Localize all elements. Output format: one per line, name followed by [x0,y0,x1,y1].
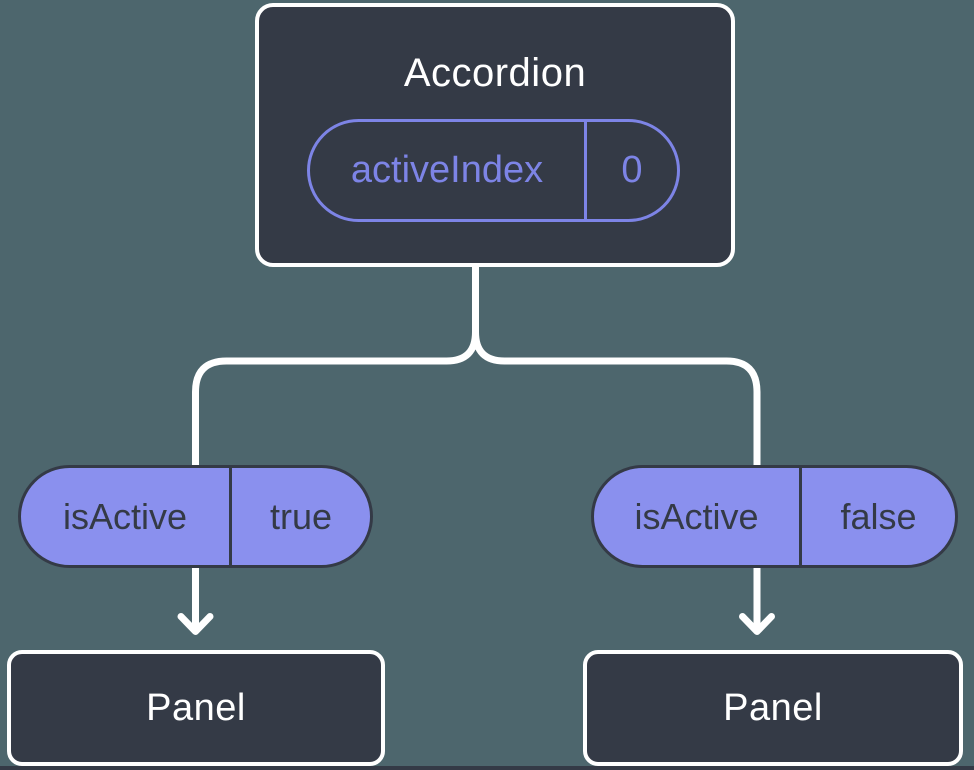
state-pill-activeindex: activeIndex 0 [307,119,680,222]
prop-pill-isactive-true: isActive true [18,465,373,568]
cropped-next-row-edge [0,766,974,770]
connector-branch-left [192,263,479,465]
state-value-label: 0 [621,149,643,191]
prop-name-label: isActive [594,468,802,565]
connector-branch-right [472,331,761,465]
arrow-head-right [739,613,775,635]
prop-value-label: true [269,495,333,537]
accordion-node: Accordion activeIndex 0 [255,3,735,267]
panel-node-title: Panel [146,686,246,729]
prop-name-label: isActive [21,468,232,565]
accordion-node-title: Accordion [403,51,587,95]
panel-node-right: Panel [583,650,963,766]
panel-node-title: Panel [723,686,823,729]
state-name-label: activeIndex [310,122,587,219]
prop-pill-isactive-false: isActive false [591,465,958,568]
panel-node-left: Panel [7,650,385,766]
prop-value-label: false [840,495,917,537]
arrow-head-left [177,613,214,635]
